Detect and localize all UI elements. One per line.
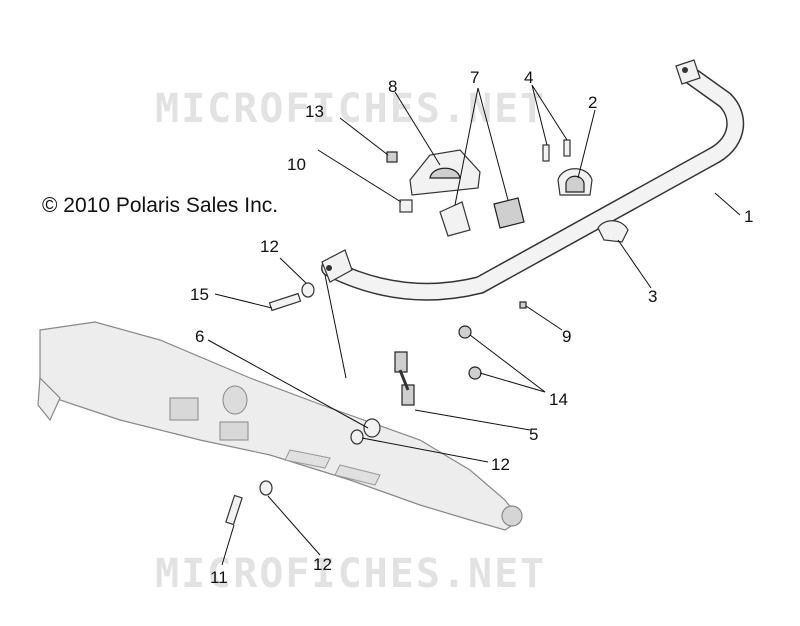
callout-15: 15 [190, 285, 209, 304]
copyright-text: © 2010 Polaris Sales Inc. [42, 194, 278, 217]
link-part-5 [394, 351, 415, 406]
bolt-part-11 [225, 494, 243, 526]
watermark-bottom: MICROFICHES.NET [155, 551, 546, 597]
callout-10: 10 [287, 155, 306, 174]
callout-8: 8 [388, 77, 397, 96]
callout-11: 11 [210, 568, 228, 587]
bracket-part-8 [409, 149, 481, 196]
callout-13: 13 [305, 102, 324, 121]
bolt-part-15 [268, 292, 302, 312]
callout-5: 5 [529, 425, 538, 444]
callout-1: 1 [744, 207, 753, 226]
callout-12a: 12 [260, 237, 279, 256]
callout-7: 7 [470, 68, 479, 87]
callout-6: 6 [195, 327, 204, 346]
bolt-part-10 [399, 199, 413, 213]
callout-14: 14 [549, 390, 568, 409]
callout-12c: 12 [313, 555, 332, 574]
nut-part-13 [386, 151, 398, 163]
washers-part-12 [259, 282, 364, 496]
bushing-part-2 [557, 168, 593, 196]
callout-3: 3 [648, 287, 657, 306]
callout-9: 9 [562, 327, 571, 346]
callout-4: 4 [524, 68, 533, 87]
callout-12b: 12 [491, 455, 510, 474]
callout-2: 2 [588, 93, 597, 112]
nut-part-9 [519, 301, 527, 309]
trailing-arm [37, 321, 523, 531]
stabilizer-bar [321, 59, 745, 301]
bushing-part-6 [363, 418, 381, 438]
bushings-part-7 [439, 197, 525, 237]
bushing-part-3 [597, 220, 629, 243]
nuts-part-14 [458, 325, 482, 380]
